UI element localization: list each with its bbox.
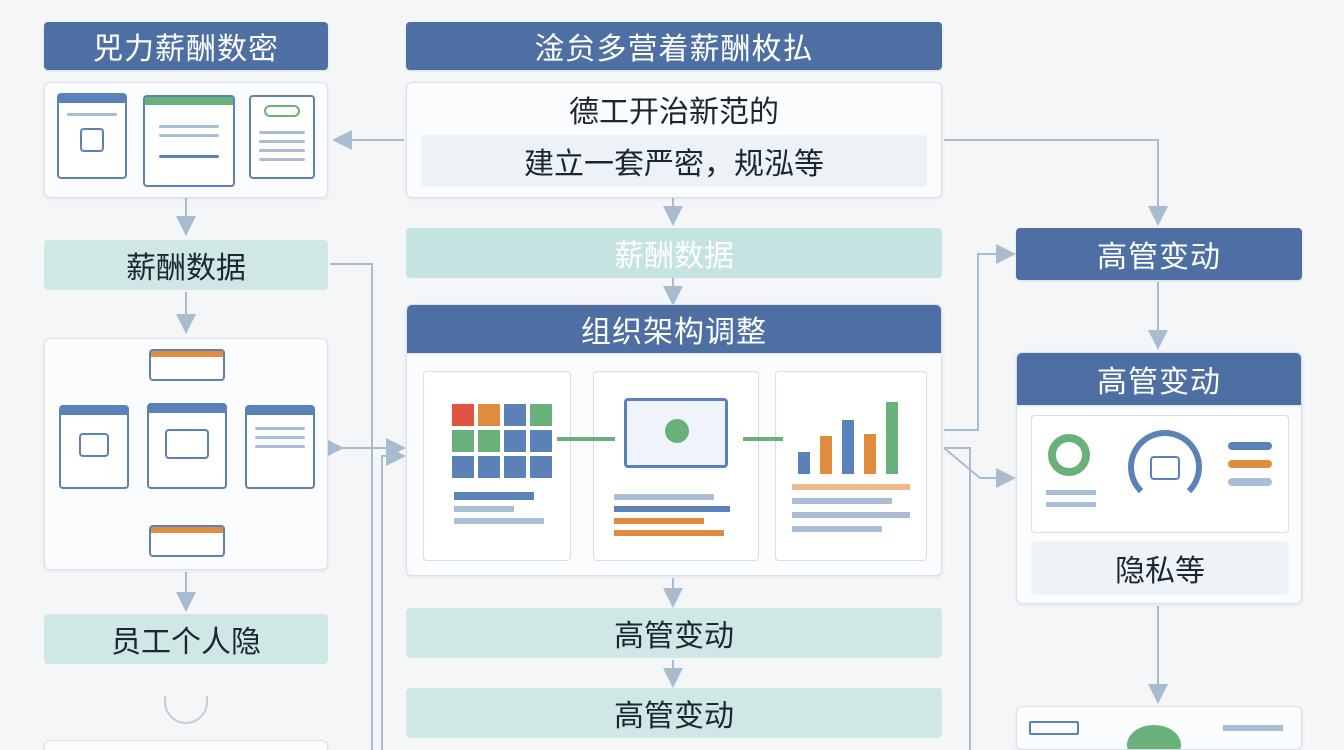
left-data-box: 薪酬数据	[44, 240, 328, 290]
center-header-text: 淦贠多营着薪酬枚払	[534, 32, 814, 67]
donut-icon	[1048, 434, 1090, 476]
connector-org-to-exec	[944, 244, 1016, 431]
gauge-panel	[1031, 415, 1289, 533]
green-arrow-left	[557, 437, 615, 441]
flow-top-node	[149, 349, 225, 381]
gauge-icon	[1128, 430, 1202, 504]
right-exec-box-2-text: 高管变动	[1097, 365, 1221, 400]
lock-icon	[80, 128, 104, 152]
document-icon	[57, 93, 127, 179]
shield-icon	[1127, 725, 1181, 749]
center-exec-box-1-text: 高管变动	[614, 619, 734, 654]
org-header-text: 组织架构调整	[581, 315, 767, 350]
flow-left-node	[59, 405, 129, 489]
right-exec-box-2: 高管变动	[1017, 353, 1301, 405]
connector-org-to-privacy	[943, 447, 1016, 488]
intro-line-2: 建立一套严密，规泓等	[421, 135, 927, 187]
left-privacy-box-text: 员工个人隐	[111, 625, 261, 660]
monitor-icon	[624, 398, 728, 468]
right-exec-box-1: 高管变动	[1016, 228, 1302, 280]
privacy-label-box: 隐私等	[1031, 541, 1289, 595]
center-exec-box-2-text: 高管变动	[614, 699, 734, 734]
center-data-box: 薪酬数据	[406, 228, 942, 278]
privacy-label-text: 隐私等	[1115, 554, 1205, 589]
right-exec-box-1-text: 高管变动	[1097, 240, 1221, 275]
bar-chart-icon	[775, 371, 927, 561]
monitor-icon	[143, 95, 235, 187]
tile-panel	[423, 371, 571, 561]
green-arrow-right	[743, 437, 783, 441]
connector-data-down	[330, 263, 373, 750]
intro-line-1: 德工开治新范的	[569, 95, 779, 130]
left-illustration-card	[44, 82, 328, 198]
left-privacy-box: 员工个人隐	[44, 614, 328, 664]
org-card: 组织架构调整	[406, 304, 942, 576]
flow-bottom-node	[149, 525, 225, 557]
intro-card: 德工开治新范的 建立一套严密，规泓等	[406, 82, 942, 198]
connector-up-to-center	[381, 446, 406, 750]
connector-intro-right	[944, 139, 1168, 226]
left-header-text: 兕力薪酬数密	[93, 32, 279, 67]
left-bottom-card	[44, 740, 328, 750]
left-header: 兕力薪酬数密	[44, 22, 328, 70]
flow-center-node	[147, 403, 227, 489]
org-header: 组织架构调整	[407, 305, 941, 353]
left-data-box-text: 薪酬数据	[126, 251, 246, 286]
connector-org-down	[944, 447, 971, 750]
list-panel-icon	[249, 95, 315, 179]
monitor-panel	[593, 371, 759, 561]
center-header: 淦贠多营着薪酬枚払	[406, 22, 942, 70]
center-exec-box-2: 高管变动	[406, 688, 942, 738]
lock-icon	[1150, 456, 1180, 480]
right-privacy-card: 高管变动 隐私等	[1016, 352, 1302, 604]
left-flow-card	[44, 338, 328, 570]
center-data-box-text: 薪酬数据	[614, 239, 734, 274]
right-bottom-card	[1016, 706, 1302, 750]
flow-right-node	[245, 405, 315, 489]
center-exec-box-1: 高管变动	[406, 608, 942, 658]
